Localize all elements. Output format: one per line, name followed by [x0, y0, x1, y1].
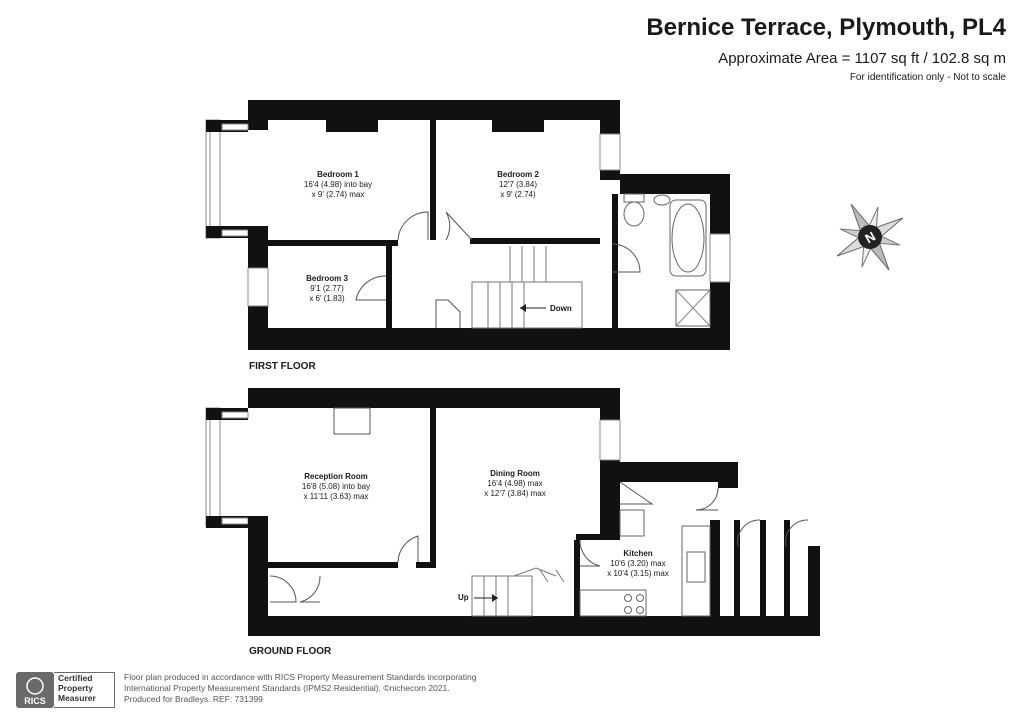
room-name: Dining Room: [490, 469, 540, 478]
room-name: Reception Room: [304, 472, 368, 481]
room-reception: Reception Room 16'8 (5.08) into bay x 11…: [302, 472, 370, 502]
room-dimension: 16'4 (4.98) max: [487, 479, 543, 488]
room-name: Bedroom 3: [306, 274, 348, 283]
room-dining: Dining Room 16'4 (4.98) max x 12'7 (3.84…: [484, 469, 546, 499]
badge-line: Property: [58, 683, 93, 693]
ground-floor-plan: [205, 388, 820, 636]
footer-disclaimer: Floor plan produced in accordance with R…: [124, 672, 476, 705]
room-kitchen: Kitchen 10'6 (3.20) max x 10'4 (3.15) ma…: [607, 549, 669, 579]
badge-line: Measurer: [58, 693, 96, 703]
room-bedroom-2: Bedroom 2 12'7 (3.84) x 9' (2.74): [497, 170, 539, 200]
property-title: Bernice Terrace, Plymouth, PL4: [646, 14, 1006, 41]
compass-icon: [836, 203, 904, 271]
room-dimension: 16'8 (5.08) into bay: [301, 482, 371, 491]
rics-emblem-icon: RICS: [24, 677, 46, 706]
first-floor-label: FIRST FLOOR: [249, 361, 316, 372]
badge-line: Certified: [58, 673, 93, 683]
approximate-area: Approximate Area = 1107 sq ft / 102.8 sq…: [718, 50, 1006, 67]
room-dimension: x 6' (1.83): [309, 294, 345, 303]
room-dimension: 12'7 (3.84): [498, 180, 537, 189]
room-dimension: 10'6 (3.20) max: [610, 559, 666, 568]
stair-down-label: Down: [550, 304, 572, 313]
room-bedroom-1: Bedroom 1 16'4 (4.98) into bay x 9' (2.7…: [304, 170, 372, 200]
room-dimension: 9'1 (2.77): [310, 284, 344, 293]
room-name: Bedroom 2: [497, 170, 539, 179]
room-dimension: x 11'11 (3.63) max: [303, 492, 369, 501]
room-dimension: 16'4 (4.98) into bay: [303, 180, 373, 189]
room-dimension: x 10'4 (3.15) max: [607, 569, 669, 578]
first-floor-plan: [205, 100, 731, 350]
room-name: Bedroom 1: [317, 170, 359, 179]
room-name: Kitchen: [623, 549, 653, 558]
footer-line: International Property Measurement Stand…: [124, 683, 450, 693]
footer-line: Floor plan produced in accordance with R…: [124, 672, 477, 682]
room-dimension: x 12'7 (3.84) max: [484, 489, 546, 498]
rics-certified-badge: Certified Property Measurer: [54, 672, 115, 708]
rics-logo: RICS: [16, 672, 54, 708]
ground-floor-label: GROUND FLOOR: [249, 646, 332, 657]
room-bedroom-3: Bedroom 3 9'1 (2.77) x 6' (1.83): [306, 274, 348, 304]
stair-up-label: Up: [458, 593, 469, 602]
rics-logo-text: RICS: [24, 696, 46, 706]
footer-line: Produced for Bradleys. REF: 731399: [124, 694, 263, 704]
room-dimension: x 9' (2.74): [500, 190, 536, 199]
room-dimension: x 9' (2.74) max: [311, 190, 365, 199]
identification-note: For identification only - Not to scale: [849, 72, 1006, 83]
